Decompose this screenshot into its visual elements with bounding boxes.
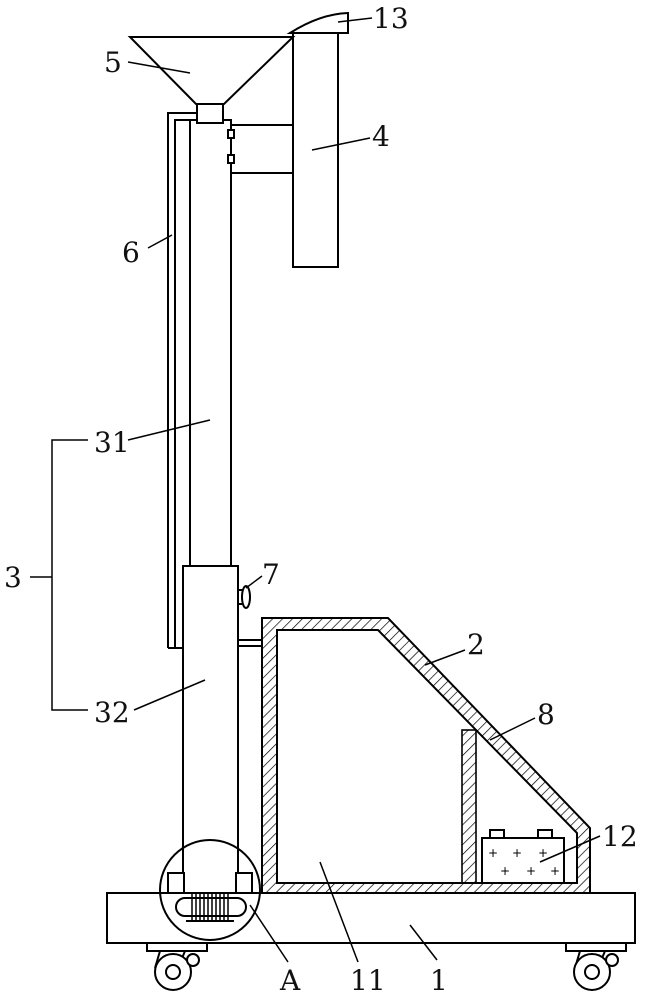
svg-text:+: + [500, 864, 510, 878]
outer-tube [182, 565, 239, 894]
bracket [230, 124, 294, 174]
label-32: 32 [94, 696, 130, 729]
svg-text:+: + [512, 846, 522, 860]
label-3: 3 [4, 561, 22, 594]
battery: + + + + + + [481, 829, 565, 884]
funnel [127, 36, 296, 105]
partition-wall [461, 729, 477, 884]
display-panel [292, 32, 339, 268]
label-4: 4 [372, 120, 390, 153]
label-A: A [279, 964, 301, 997]
label-12: 12 [602, 820, 638, 853]
label-11: 11 [350, 964, 386, 997]
label-2: 2 [467, 628, 485, 661]
wheel-right [565, 942, 627, 991]
connector-bar [236, 639, 263, 647]
label-8: 8 [537, 698, 555, 731]
label-7: 7 [262, 558, 280, 591]
label-5: 5 [104, 46, 122, 79]
label-1: 1 [430, 964, 448, 997]
adjust-knob [237, 585, 251, 609]
visor [286, 11, 349, 34]
funnel-neck [196, 103, 224, 124]
label-13: 13 [373, 2, 409, 35]
label-6: 6 [122, 236, 140, 269]
svg-text:+: + [526, 864, 536, 878]
svg-text:+: + [538, 846, 548, 860]
detail-a [159, 839, 261, 941]
svg-text:+: + [488, 846, 498, 860]
inner-tube [189, 119, 232, 567]
svg-text:+: + [550, 864, 560, 878]
label-31: 31 [94, 426, 130, 459]
wheel-left [146, 942, 208, 991]
